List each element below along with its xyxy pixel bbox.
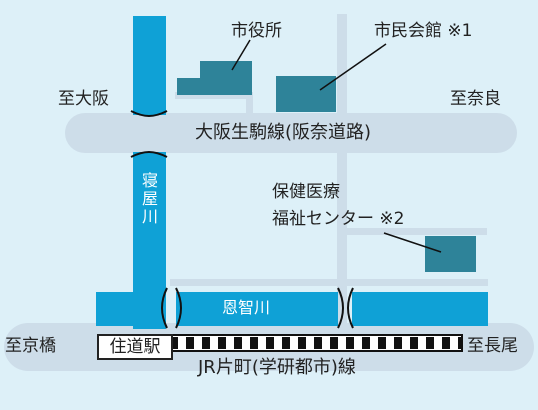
- direction-nara: 至奈良: [450, 89, 501, 109]
- health-center-label-line2: 福祉センター ※2: [272, 209, 405, 229]
- neya-river-label: 寝屋川: [139, 172, 158, 226]
- city-hall-building: [177, 61, 252, 95]
- civic-hall-building: [276, 76, 336, 112]
- civic-hall-label: 市民会館 ※1: [374, 21, 473, 41]
- main-road: [65, 113, 517, 153]
- leader-lines: [231, 39, 442, 253]
- onchi-river-east: [352, 292, 488, 326]
- direction-kyobashi: 至京橋: [5, 336, 56, 356]
- road-name-label: 大阪生駒線(阪奈道路): [195, 122, 372, 143]
- road-vertical-east: [337, 14, 347, 330]
- city-hall-label: 市役所: [231, 21, 282, 41]
- bridge-marks: [130, 110, 354, 329]
- onchi-river-middle: [176, 292, 338, 326]
- side-street-health-center: [347, 228, 487, 235]
- direction-nagao: 至長尾: [467, 336, 518, 356]
- neya-river-north: [133, 16, 166, 115]
- direction-osaka: 至大阪: [58, 89, 109, 109]
- onchi-river-label: 恩智川: [222, 298, 271, 317]
- side-street-cityhall: [175, 92, 253, 99]
- health-center-building: [425, 236, 476, 272]
- sumino-do-station: 住道駅: [97, 334, 173, 360]
- side-street-south: [170, 279, 488, 286]
- railway-name-label: JR片町(学研都市)線: [198, 357, 356, 378]
- side-street-cityhall-spur: [246, 96, 253, 114]
- health-center-label-line1: 保健医療: [272, 182, 340, 202]
- onchi-river-west: [96, 292, 164, 326]
